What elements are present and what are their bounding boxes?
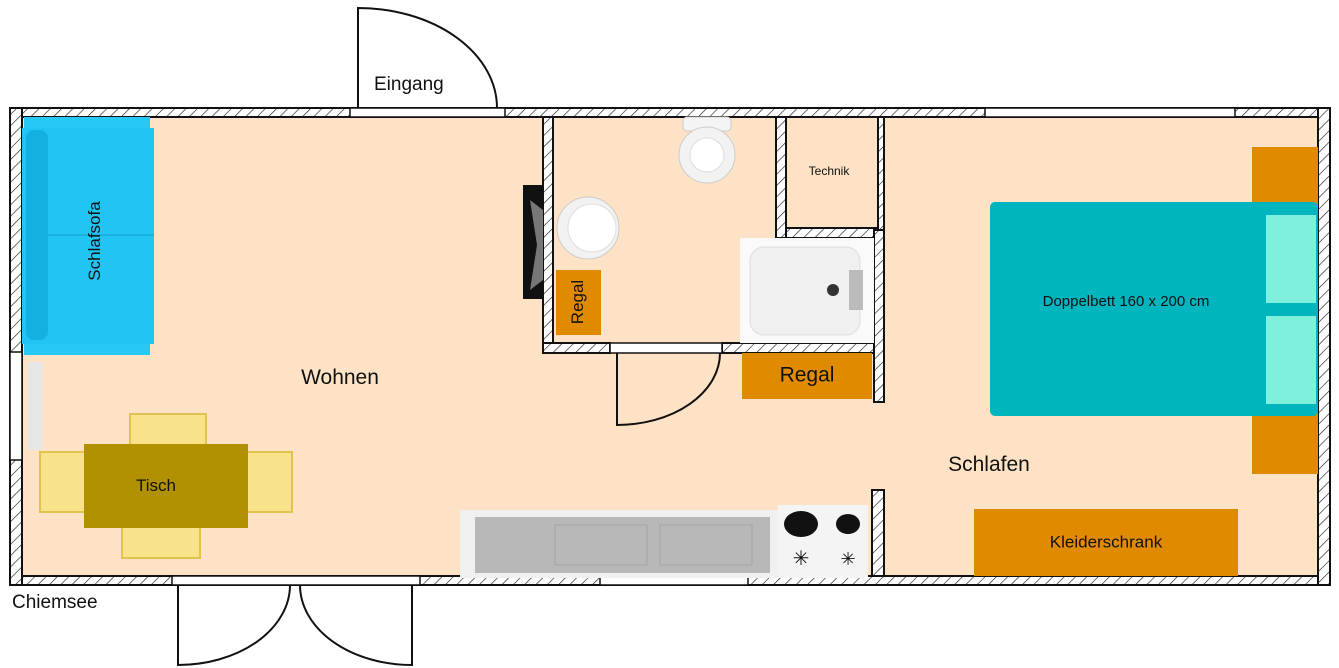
wardrobe: [974, 509, 1238, 576]
svg-text:✳: ✳: [840, 549, 855, 569]
bedroom-label: Schlafen: [948, 453, 1030, 476]
entrance-opening: [349, 107, 506, 118]
bathroom-shelf: [556, 270, 601, 335]
terrace-door-left: [177, 584, 291, 667]
svg-text:✳: ✳: [793, 548, 810, 570]
sofa: [22, 117, 154, 355]
kitchen-counter: [460, 510, 778, 578]
radiator: [28, 362, 42, 450]
doors: [177, 6, 721, 667]
shower: [740, 238, 874, 343]
double-bed: [990, 202, 1318, 416]
terrace-door-opening: [171, 575, 421, 586]
hall-shelf-label: Regal: [780, 364, 835, 387]
lake-label: Chiemsee: [12, 592, 98, 613]
sink: [556, 196, 620, 260]
nightstand: [1252, 147, 1318, 208]
terrace-door-right: [299, 584, 413, 667]
stove: ✳ ✳: [778, 505, 868, 578]
wall-openings: [9, 107, 1236, 586]
sofa-label: Schlafsofa: [85, 201, 104, 281]
window: [9, 351, 23, 461]
bathroom-shelf-label: Regal: [568, 280, 587, 324]
chairs: [39, 413, 293, 559]
toilet: [678, 116, 736, 184]
wardrobe-label: Kleiderschrank: [1050, 532, 1163, 551]
living-room-label: Wohnen: [301, 366, 379, 389]
window: [984, 107, 1236, 118]
bath-door-opening: [609, 342, 723, 354]
entrance-door: [357, 6, 498, 109]
bathroom-door: [616, 352, 721, 427]
nightstand: [1252, 412, 1318, 474]
technik-label: Technik: [809, 164, 851, 178]
table: [84, 444, 248, 528]
table-label: Tisch: [136, 476, 176, 495]
tv: [523, 185, 543, 299]
bed-label: Doppelbett 160 x 200 cm: [1043, 293, 1210, 310]
hall-shelf: [742, 353, 872, 399]
entrance-label: Eingang: [374, 74, 444, 95]
